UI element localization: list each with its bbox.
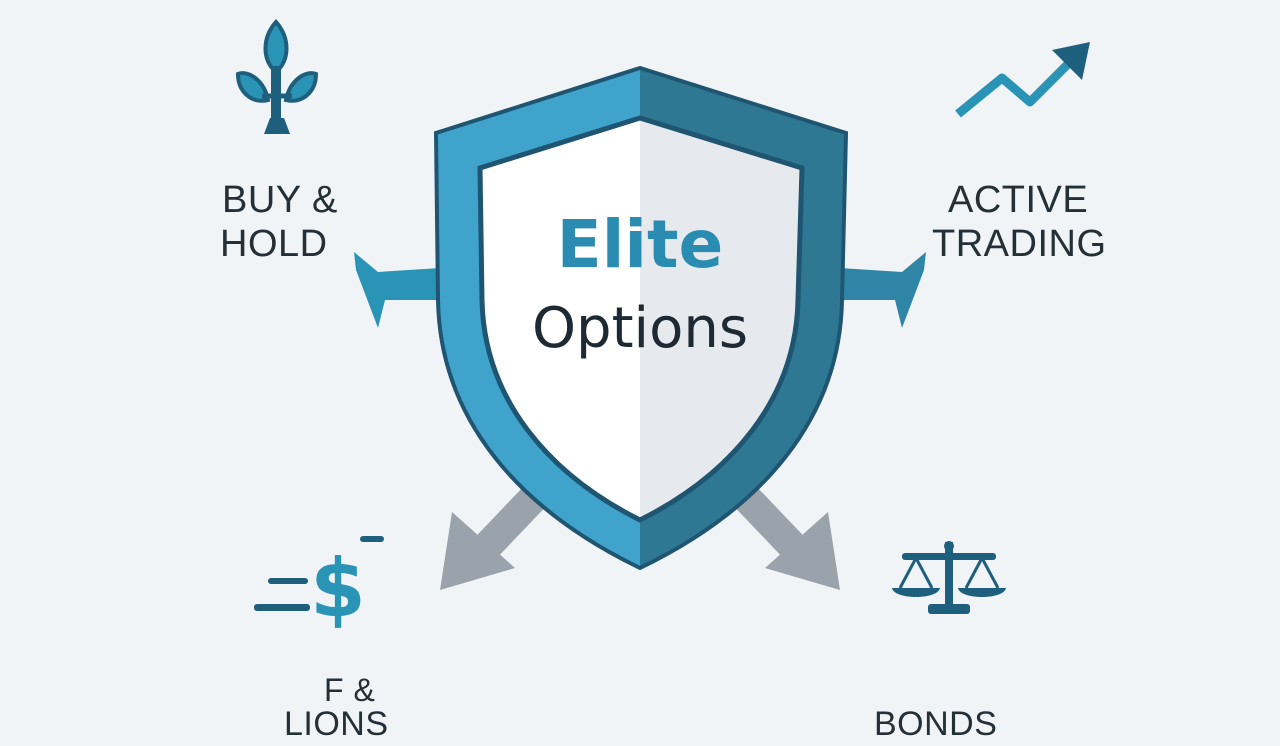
svg-text:$: $ (310, 542, 366, 635)
shield (433, 65, 849, 571)
bottom-left-label-line1: F & (324, 672, 376, 708)
bonds-label: BONDS (874, 705, 998, 743)
trend-up-arrow-icon (955, 42, 1090, 118)
dollar-icon: $ (254, 536, 384, 635)
bottom-left-label-line2: LIONS (284, 705, 389, 743)
buy-hold-label-line2: HOLD (220, 223, 328, 265)
active-trading-label-line2: TRADING (932, 223, 1107, 265)
buy-hold-label-line1: BUY & (222, 179, 338, 221)
upper-right-arrow (840, 252, 926, 328)
shield-subtitle: Options (531, 296, 749, 361)
active-trading-label-line1: ACTIVE (948, 179, 1089, 221)
scales-icon (892, 541, 1006, 614)
diagram-canvas: $ (235, 18, 1090, 635)
sprout-icon (235, 18, 319, 134)
shield-title: Elite (556, 206, 724, 283)
upper-left-arrow (354, 252, 440, 328)
